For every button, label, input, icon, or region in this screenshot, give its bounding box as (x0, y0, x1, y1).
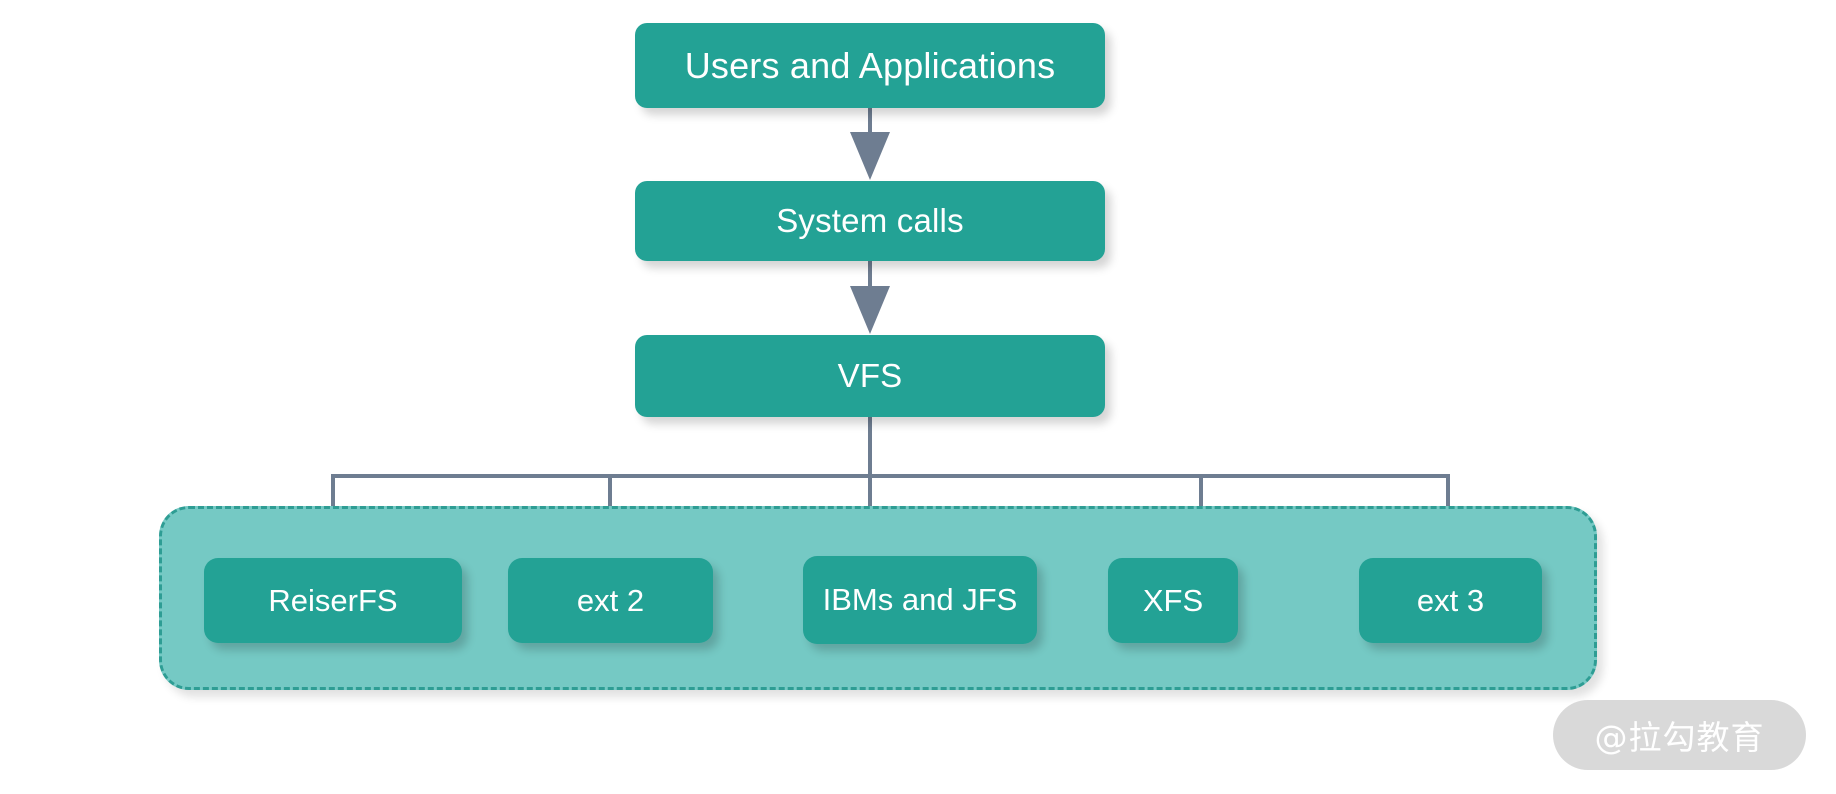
node-xfs[interactable]: XFS (1108, 558, 1238, 643)
node-users-and-applications-label: Users and Applications (684, 44, 1056, 86)
node-system-calls-label: System calls (776, 202, 964, 240)
node-reiserfs[interactable]: ReiserFS (204, 558, 462, 643)
node-reiserfs-label: ReiserFS (268, 582, 398, 618)
node-ext2-label: ext 2 (576, 582, 645, 618)
node-ibms-and-jfs[interactable]: IBMs and JFS (803, 556, 1037, 644)
node-ext3-label: ext 3 (1416, 582, 1485, 618)
watermark-text: @拉勾教育 (1594, 718, 1765, 757)
node-users-and-applications[interactable]: Users and Applications (635, 23, 1105, 108)
node-vfs-label: VFS (837, 357, 903, 395)
node-ibms-and-jfs-label-line1: IBMs and (822, 582, 954, 618)
watermark-badge: @拉勾教育 (1553, 700, 1806, 770)
node-vfs[interactable]: VFS (635, 335, 1105, 417)
filesystem-group-container (159, 506, 1597, 690)
node-system-calls[interactable]: System calls (635, 181, 1105, 261)
node-ext2[interactable]: ext 2 (508, 558, 713, 643)
node-ext3[interactable]: ext 3 (1359, 558, 1542, 643)
node-xfs-label: XFS (1142, 582, 1204, 618)
node-ibms-and-jfs-label: IBMs and JFS (823, 582, 1018, 618)
node-ibms-and-jfs-label-line2: JFS (962, 582, 1018, 618)
